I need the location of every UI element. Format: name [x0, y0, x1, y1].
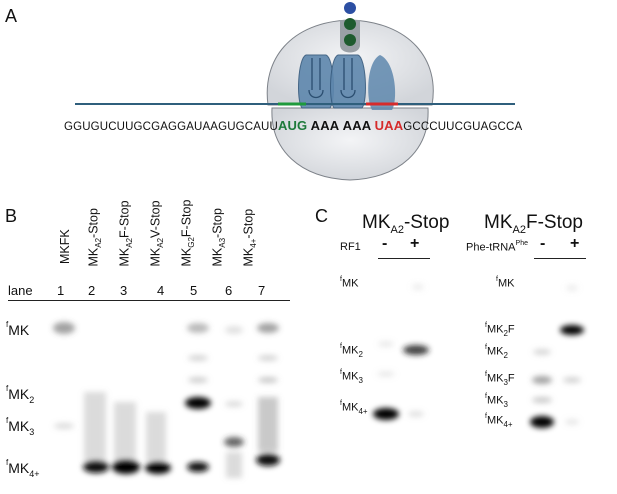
peptide-residue-m — [344, 2, 356, 14]
lane-number-2: 2 — [88, 283, 96, 298]
panel-b-letter: B — [5, 206, 18, 226]
gel-c-left-divider — [378, 258, 430, 259]
gel-b-image — [53, 322, 280, 478]
gel-c-left-label-mk: fMK — [340, 276, 359, 290]
band-label-mk2: fMK2 — [6, 384, 35, 405]
mrna-sequence: GGUGUCUUGCGAGGAUAAGUGCAUUAUG AAA AAA UAA… — [64, 118, 522, 133]
peptide-residue-k1 — [344, 18, 356, 30]
gel-c-right-label-mk3: fMK3 — [485, 393, 508, 409]
gel-c-left-label-mk4plus: fMK4+ — [340, 400, 368, 416]
gel-c-left-minus: - — [382, 235, 388, 252]
gel-c-left-label-mk3: fMK3 — [340, 369, 363, 385]
lane-label-4: MKA2V-Stop — [148, 200, 166, 267]
lane-label-3: MKA2F-Stop — [117, 200, 135, 267]
release-factor — [368, 55, 396, 110]
gel-c-right-label-mk2f: fMK2F — [485, 322, 515, 338]
lane-divider — [8, 300, 290, 301]
sequence-5prime: GGUGUCUUGCGAGGAUAAGUGCAUU — [64, 121, 278, 133]
sequence-3prime: GCCCUUCGUAGCCA — [403, 121, 523, 133]
gel-c-left-image — [373, 284, 429, 420]
gel-c-right-plus: + — [570, 235, 580, 252]
gel-c-left-label-mk2: fMK2 — [340, 343, 363, 359]
gel-c-right-minus: - — [540, 235, 546, 252]
lysine-codon-1: AAA — [310, 118, 340, 133]
ribosome-small-subunit — [271, 107, 429, 181]
lane-number-6: 6 — [225, 283, 233, 298]
gel-c-right-divider — [534, 258, 586, 259]
gel-c-right-title: MKA2F-Stop — [484, 212, 583, 236]
gel-c-right-label-mk: fMK — [496, 276, 515, 290]
gel-c-right-label-mk3f: fMK3F — [485, 371, 515, 387]
gel-c-right-reagent: Phe-tRNAPhe — [466, 240, 528, 254]
trna-a-site — [330, 54, 366, 109]
band-label-mk4plus: fMK4+ — [6, 458, 40, 479]
ribosome-diagram — [75, 2, 515, 181]
lane-number-3: 3 — [120, 283, 128, 298]
panel-c-letter: C — [315, 206, 328, 226]
lane-label-6: MKA3-Stop — [210, 208, 228, 267]
band-label-mk: fMK — [6, 320, 30, 338]
lane-heading: lane — [8, 283, 33, 298]
gel-c-left-reagent: RF1 — [340, 241, 361, 253]
lysine-codon-2: AAA — [342, 118, 372, 133]
band-label-mk3: fMK3 — [6, 416, 35, 437]
lane-label-2: MKA2-Stop — [86, 208, 104, 267]
lane-number-1: 1 — [57, 283, 65, 298]
stop-codon: UAA — [374, 118, 404, 133]
lane-number-4: 4 — [157, 283, 165, 298]
trna-p-site — [298, 54, 334, 109]
gel-c-right-image — [530, 285, 584, 428]
panel-a-letter: A — [5, 6, 18, 26]
gel-c-right-label-mk4plus: fMK4+ — [485, 413, 513, 429]
lane-number-7: 7 — [258, 283, 266, 298]
lane-label-1: MKFK — [58, 229, 72, 264]
lane-number-5: 5 — [190, 283, 198, 298]
lane-label-7: MK4+-Stop — [241, 208, 259, 267]
gel-c-left-title: MKA2-Stop — [362, 212, 450, 236]
gel-c-right-label-mk2: fMK2 — [485, 344, 508, 360]
peptide-residue-k2 — [344, 34, 356, 46]
gel-c-left-plus: + — [410, 235, 420, 252]
lane-label-5: MKG2F-Stop — [179, 199, 197, 267]
start-codon: AUG — [277, 118, 308, 133]
